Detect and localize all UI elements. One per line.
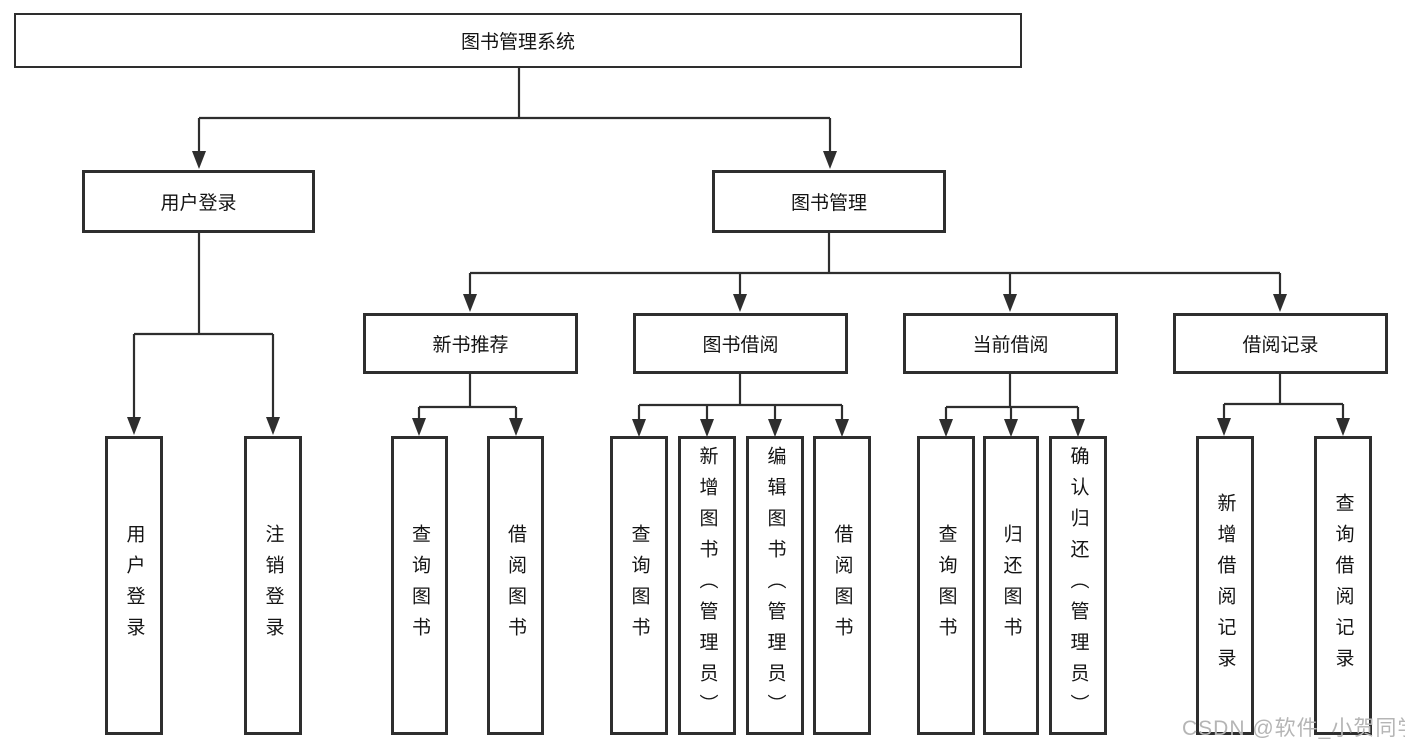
node-library-management-system: 图书管理系统 [14, 13, 1022, 68]
leaf-query-borrow-record: 查询借阅记录 [1314, 436, 1372, 735]
leaf-query-books-recommend: 查询图书 [391, 436, 448, 735]
node-user-login: 用户登录 [82, 170, 315, 233]
leaf-label: 新增图书（管理员） [696, 446, 718, 725]
leaf-label: 借阅图书 [831, 523, 853, 648]
leaf-borrow-books: 借阅图书 [813, 436, 871, 735]
leaf-edit-books-admin: 编辑图书（管理员） [746, 436, 804, 735]
leaf-borrow-books-recommend: 借阅图书 [487, 436, 544, 735]
node-book-management: 图书管理 [712, 170, 946, 233]
leaf-confirm-return-admin: 确认归还（管理员） [1049, 436, 1107, 735]
node-label: 图书管理系统 [460, 32, 575, 53]
leaf-label: 用户登录 [123, 523, 145, 648]
node-new-book-recommend: 新书推荐 [363, 313, 578, 374]
leaf-label: 查询图书 [628, 523, 650, 648]
node-book-borrowing: 图书借阅 [633, 313, 848, 374]
csdn-watermark: CSDN @软件_小贺同学 [1182, 717, 1405, 740]
leaf-user-login: 用户登录 [105, 436, 163, 735]
connector-lines [132, 68, 1345, 428]
connector-arrowheads [127, 151, 1350, 437]
leaf-label: 编辑图书（管理员） [764, 446, 786, 725]
leaf-logout: 注销登录 [244, 436, 302, 735]
node-label: 图书借阅 [702, 335, 779, 356]
leaf-label: 查询图书 [935, 523, 957, 648]
leaf-label: 查询借阅记录 [1332, 492, 1354, 679]
leaf-query-books-current: 查询图书 [917, 436, 975, 735]
leaf-label: 确认归还（管理员） [1067, 446, 1089, 725]
node-label: 图书管理 [790, 193, 867, 214]
node-borrowing-records: 借阅记录 [1173, 313, 1388, 374]
leaf-label: 归还图书 [1000, 523, 1022, 648]
node-label: 借阅记录 [1242, 335, 1319, 356]
leaf-return-books: 归还图书 [983, 436, 1039, 735]
leaf-label: 新增借阅记录 [1214, 492, 1236, 679]
leaf-label: 借阅图书 [505, 523, 526, 648]
leaf-label: 查询图书 [409, 523, 430, 648]
node-label: 新书推荐 [432, 335, 509, 356]
node-current-borrowing: 当前借阅 [903, 313, 1118, 374]
leaf-add-books-admin: 新增图书（管理员） [678, 436, 736, 735]
node-label: 用户登录 [160, 193, 237, 214]
node-label: 当前借阅 [972, 335, 1049, 356]
leaf-label: 注销登录 [262, 523, 284, 648]
leaf-add-borrow-record: 新增借阅记录 [1196, 436, 1254, 735]
leaf-query-books-borrow: 查询图书 [610, 436, 668, 735]
